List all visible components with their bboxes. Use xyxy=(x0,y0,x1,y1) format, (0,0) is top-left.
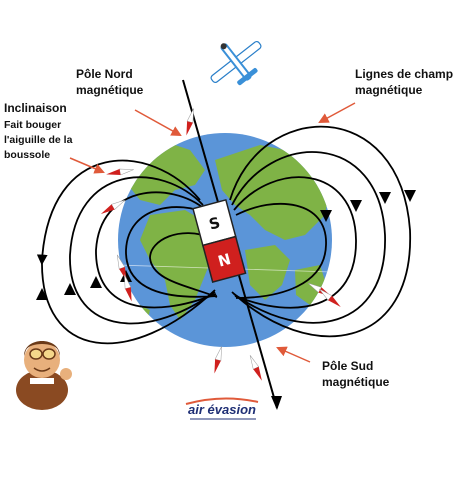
label-inclination-title: Inclinaison xyxy=(4,101,67,115)
label-south-pole-line1: Pôle Sud xyxy=(322,359,373,373)
label-north-pole-line1: Pôle Nord xyxy=(76,67,133,81)
arrowhead xyxy=(36,288,48,300)
field-line xyxy=(229,125,411,338)
compass-needle-icon xyxy=(106,168,134,176)
compass-needle-icon xyxy=(124,274,132,302)
logo-text: air évasion xyxy=(188,402,256,417)
magnet-north-half xyxy=(201,235,247,283)
label-inclination-desc-line3: boussole xyxy=(4,149,50,161)
label-inclination-desc-line1: Fait bouger xyxy=(4,119,61,131)
label-field-lines-line2: magnétique xyxy=(355,83,423,97)
magnet-north-letter: N xyxy=(216,250,233,271)
arrowhead xyxy=(379,192,391,204)
callout-arrows xyxy=(69,102,356,363)
field-line xyxy=(233,176,357,309)
bar-magnet: S N xyxy=(192,198,247,283)
callout-arrow-inclination xyxy=(69,157,105,174)
field-line xyxy=(36,159,216,345)
arrowhead xyxy=(350,200,362,212)
compass-needle-icon xyxy=(100,199,126,214)
field-line xyxy=(231,151,386,324)
field-line xyxy=(125,206,218,298)
compass-needle-icon xyxy=(214,346,222,374)
compass-needle-icon xyxy=(319,288,341,307)
callout-arrow-south xyxy=(276,346,311,363)
pilot-mascot-icon xyxy=(16,341,72,410)
airplane-icon xyxy=(210,40,262,86)
label-south-pole-line2: magnétique xyxy=(322,375,390,389)
arrowhead xyxy=(320,210,332,222)
field-lines-left xyxy=(36,159,218,345)
field-line xyxy=(149,232,218,298)
label-field-lines-line1: Lignes de champ xyxy=(355,67,453,81)
air-evasion-logo: air évasion xyxy=(185,397,259,420)
callout-arrow-field xyxy=(318,102,356,124)
compass-needle-icon xyxy=(249,355,262,381)
compass-needles xyxy=(100,108,341,381)
field-line xyxy=(235,202,327,299)
arrowhead xyxy=(404,190,416,202)
arrowhead xyxy=(90,276,102,288)
field-line xyxy=(95,191,217,309)
arrowhead xyxy=(64,283,76,295)
callout-arrow-north xyxy=(134,109,182,137)
field-lines-right xyxy=(229,125,411,338)
magnet-south-letter: S xyxy=(207,213,222,233)
field-line-arrows xyxy=(36,190,416,300)
label-north-pole-line2: magnétique xyxy=(76,83,144,97)
compass-needle-icon xyxy=(186,108,194,136)
field-line xyxy=(69,176,216,325)
axis-arrowhead xyxy=(271,396,282,410)
label-inclination-desc-line2: l'aiguille de la xyxy=(4,134,73,146)
